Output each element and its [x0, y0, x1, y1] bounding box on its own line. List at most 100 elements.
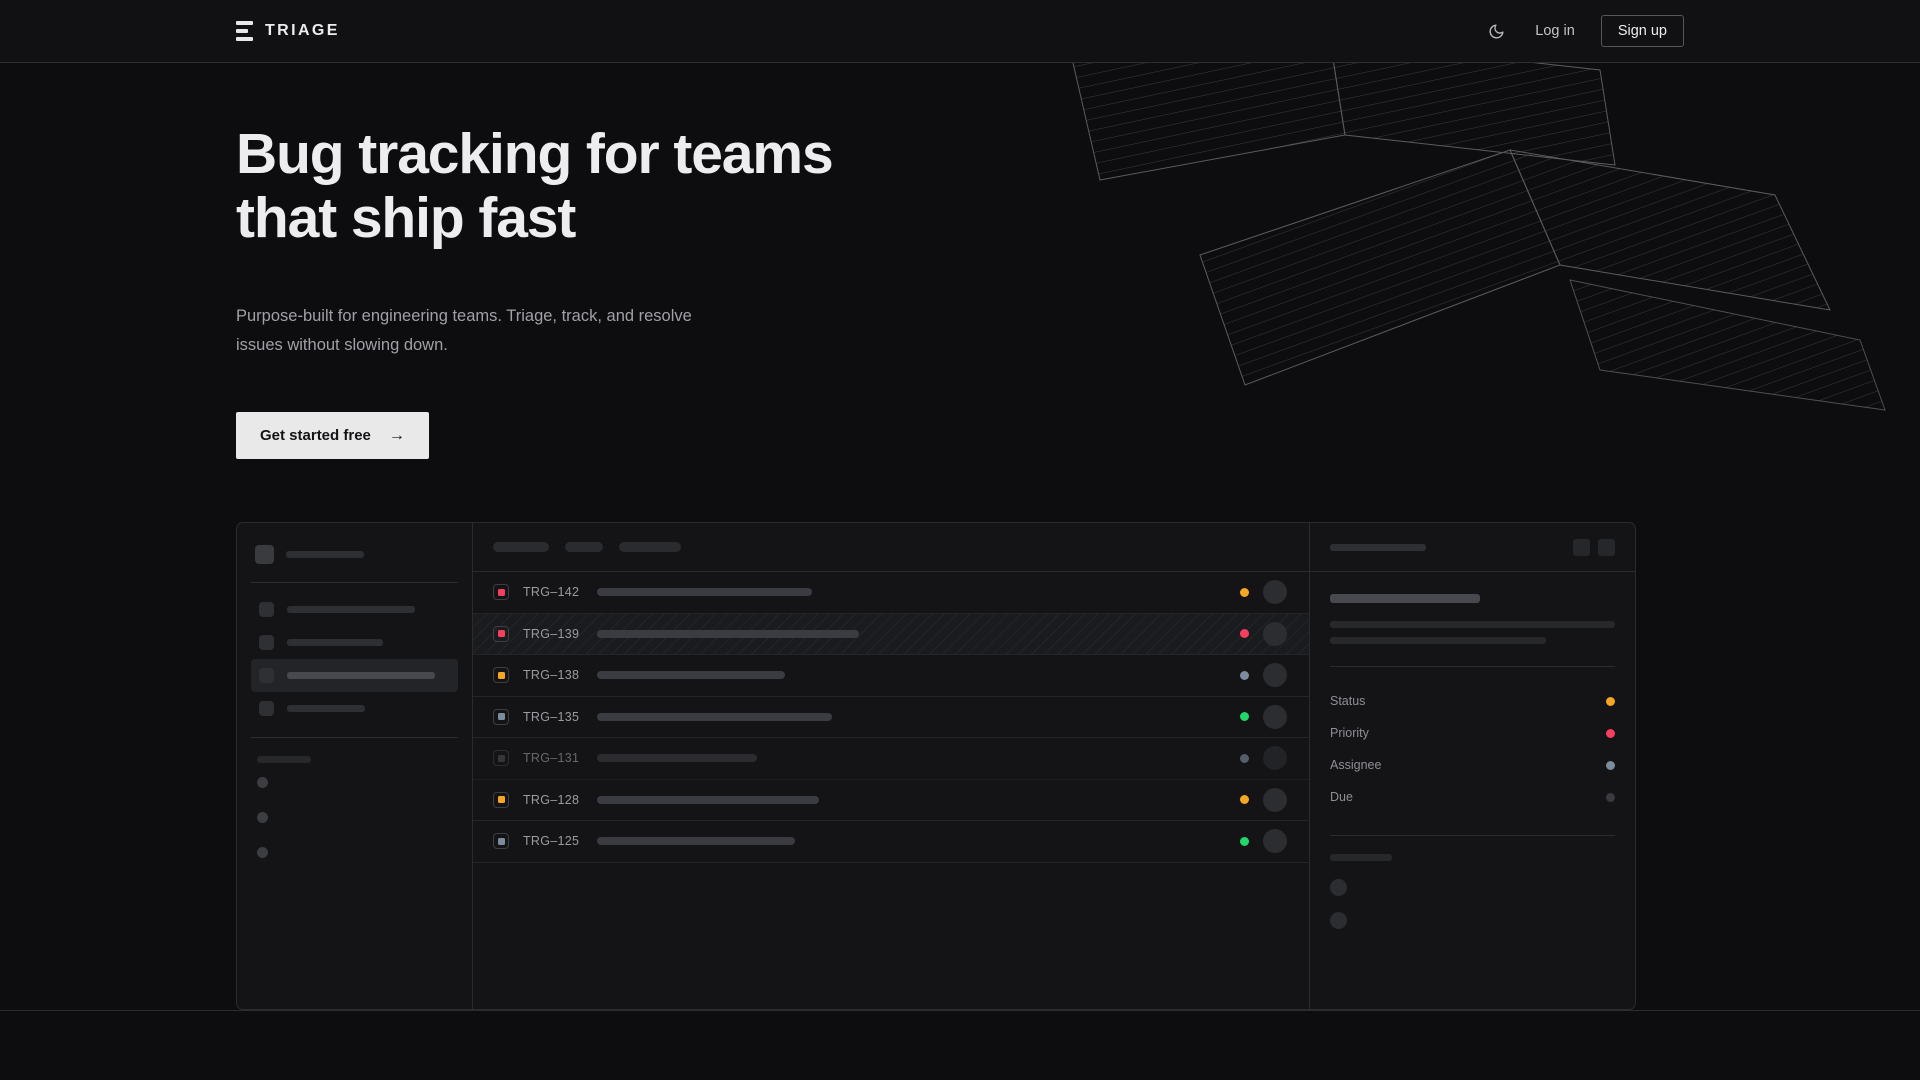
row-meta: [1240, 621, 1309, 646]
issue-title-placeholder: [597, 795, 819, 804]
table-row[interactable]: TRG–128: [473, 780, 1309, 821]
sidebar-mini-item-2[interactable]: [251, 835, 458, 870]
avatar[interactable]: [1263, 746, 1287, 771]
meta-value-dot: [1606, 728, 1615, 738]
sidebar-divider: [251, 582, 458, 583]
status-badge[interactable]: [1240, 712, 1249, 722]
page-bottom-divider: [0, 1010, 1920, 1011]
workspace-avatar: [255, 545, 274, 564]
avatar[interactable]: [1263, 663, 1287, 688]
mockup-sidebar: [237, 523, 473, 1009]
detail-action-button-2[interactable]: [1598, 538, 1615, 556]
detail-panel-header: [1310, 523, 1635, 572]
brand-name: TRIAGE: [265, 22, 340, 39]
avatar[interactable]: [1263, 704, 1287, 729]
issue-title-placeholder: [597, 588, 812, 597]
detail-meta-row[interactable]: Assignee: [1330, 749, 1615, 781]
priority-badge-icon[interactable]: [493, 708, 509, 725]
priority-badge-icon[interactable]: [493, 791, 509, 808]
detail-meta-row[interactable]: Due: [1330, 781, 1615, 813]
priority-badge-icon[interactable]: [493, 750, 509, 767]
moon-icon[interactable]: [1483, 18, 1509, 44]
issue-title-placeholder: [597, 712, 832, 721]
status-badge[interactable]: [1240, 670, 1249, 680]
brand-logo[interactable]: TRIAGE: [236, 21, 340, 41]
stacked-bars-icon: [236, 21, 253, 41]
sidebar-item-label: [287, 606, 415, 613]
table-row[interactable]: TRG–135: [473, 697, 1309, 738]
detail-heading-placeholder: [1330, 594, 1480, 603]
nav-actions: Log in Sign up: [1483, 14, 1684, 48]
detail-meta-row[interactable]: Priority: [1330, 717, 1615, 749]
meta-label: Due: [1330, 790, 1353, 804]
table-row[interactable]: TRG–138: [473, 655, 1309, 697]
priority-badge-icon[interactable]: [493, 584, 509, 601]
headline-line-2: that ship fast: [236, 186, 576, 250]
get-started-button[interactable]: Get started free →: [236, 412, 429, 459]
priority-badge-icon[interactable]: [493, 667, 509, 684]
table-row[interactable]: TRG–131: [473, 738, 1309, 780]
row-meta: [1240, 829, 1309, 854]
sidebar-item-3[interactable]: [251, 692, 458, 725]
meta-value-dot: [1606, 760, 1615, 770]
issue-id: TRG–139: [523, 626, 580, 641]
status-badge[interactable]: [1240, 795, 1249, 805]
hero-section: Bug tracking for teams that ship fast Pu…: [236, 122, 834, 459]
arrow-right-icon: →: [388, 426, 405, 444]
issue-title-placeholder: [597, 671, 785, 680]
avatar[interactable]: [1263, 787, 1287, 812]
table-row[interactable]: TRG–142: [473, 572, 1309, 614]
sidebar-mini-item-1[interactable]: [251, 800, 458, 835]
row-meta: [1240, 704, 1309, 729]
priority-badge-icon[interactable]: [493, 625, 509, 642]
sidebar-item-label: [287, 705, 365, 712]
sidebar-item-0[interactable]: [251, 593, 458, 626]
avatar[interactable]: [1263, 580, 1287, 605]
avatar[interactable]: [1263, 829, 1287, 854]
toolbar-chip-2[interactable]: [619, 542, 681, 552]
hero-subheading: Purpose-built for engineering teams. Tri…: [236, 307, 692, 354]
headline-line-1: Bug tracking for teams: [236, 122, 834, 186]
meta-label: Priority: [1330, 726, 1369, 740]
sidebar-divider-2: [251, 737, 458, 738]
issue-title-placeholder: [597, 754, 757, 763]
issue-id: TRG–128: [523, 792, 580, 807]
sidebar-item-icon: [259, 668, 274, 683]
row-meta: [1240, 746, 1309, 771]
toolbar-chip-0[interactable]: [493, 542, 549, 552]
sidebar-item-icon: [259, 602, 274, 617]
table-row[interactable]: TRG–125: [473, 821, 1309, 863]
avatar[interactable]: [1263, 621, 1287, 646]
status-badge[interactable]: [1240, 836, 1249, 846]
signup-button[interactable]: Sign up: [1600, 14, 1684, 48]
detail-footer-avatars: [1330, 879, 1615, 929]
sidebar-item-2[interactable]: [251, 659, 458, 692]
table-row[interactable]: TRG–139: [473, 613, 1309, 655]
toolbar-chip-1[interactable]: [565, 542, 603, 552]
status-badge[interactable]: [1240, 587, 1249, 597]
sidebar-item-1[interactable]: [251, 626, 458, 659]
workspace-switcher[interactable]: [251, 539, 458, 570]
sidebar-mini-item-0[interactable]: [251, 765, 458, 800]
sidebar-nav-list: [251, 593, 458, 725]
page-title: Bug tracking for teams that ship fast: [236, 122, 834, 250]
workspace-name-placeholder: [286, 551, 364, 558]
footer-avatar-1[interactable]: [1330, 912, 1347, 929]
detail-action-button-1[interactable]: [1573, 538, 1590, 556]
footer-avatar-0[interactable]: [1330, 879, 1347, 896]
sidebar-mini-icon: [257, 812, 268, 823]
detail-footer-label-placeholder: [1330, 854, 1392, 861]
status-badge[interactable]: [1240, 629, 1249, 639]
sidebar-item-label: [287, 672, 435, 679]
sidebar-item-icon: [259, 635, 274, 650]
issue-title-placeholder: [597, 629, 859, 638]
sidebar-section-label: [251, 748, 458, 765]
status-badge[interactable]: [1240, 753, 1249, 763]
detail-meta-row[interactable]: Status: [1330, 685, 1615, 717]
login-link[interactable]: Log in: [1535, 23, 1575, 39]
priority-badge-icon[interactable]: [493, 833, 509, 850]
